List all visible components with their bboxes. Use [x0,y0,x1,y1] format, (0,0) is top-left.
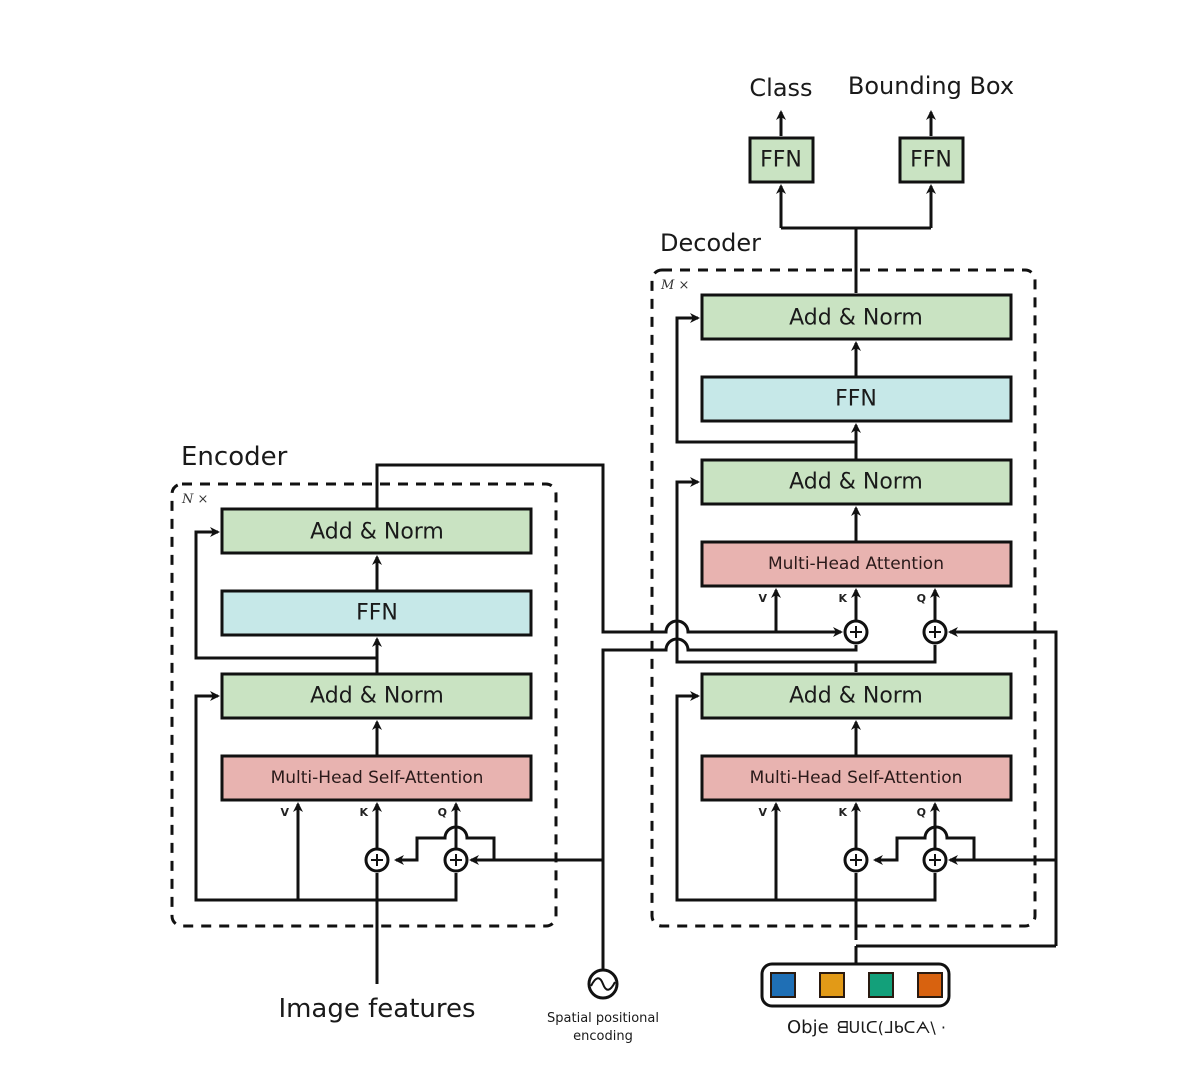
bbox-ffn-label: FFN [910,148,952,173]
dec-addnorm-to-q [856,645,937,664]
enc-k-label: K [359,806,368,819]
dec-ca-q-add-node [922,619,948,645]
decoder-cross-attention-label: Multi-Head Attention [768,554,944,574]
decoder-self-attention-label: Multi-Head Self-Attention [750,768,963,788]
decoder-add-norm-mid-label: Add & Norm [789,470,923,495]
encoder-add-norm-top: Add & Norm [220,507,533,555]
dec-sa-k-label: K [838,806,847,819]
class-ffn-label: FFN [760,148,802,173]
pos-encoding-label-1: Spatial positional [547,1011,659,1026]
dec-sa-q-add-node [922,847,948,873]
decoder-cross-attention: Multi-Head Attention [700,540,1013,588]
encoder-ffn-label: FFN [356,601,398,626]
object-query-swatch [819,972,845,998]
object-queries-label: Obje [787,1017,829,1038]
sine-wave-icon [587,968,619,1000]
pos-encoding-to-decoder-k [601,637,858,860]
bbox-output-label: Bounding Box [848,72,1014,100]
decoder-add-norm-top: Add & Norm [700,293,1013,341]
enc-q-label: Q [438,806,447,819]
dec-ca-k-label: K [838,592,847,605]
object-queries-garbled-text: ᗺᑌƖᑕ(ᒧᑲᑕᗅ\ · [837,1018,946,1037]
dec-ca-v-label: V [758,592,767,605]
encoder-ffn: FFN [220,589,533,637]
enc-sa-residual [194,691,458,902]
decoder-add-norm-mid: Add & Norm [700,458,1013,506]
dec-ca-k-add-node [843,619,869,645]
enc-residual-ffn [194,527,377,660]
decoder-repeat-boundary [650,268,1037,928]
decoder-add-norm-bottom: Add & Norm [700,672,1013,720]
decoder-self-attention: Multi-Head Self-Attention [700,754,1013,802]
bbox-ffn-block: FFN [898,136,965,184]
enc-pos-to-k [394,825,603,865]
encoder-add-norm-bottom: Add & Norm [220,672,533,720]
encoder-repeat-label: N × [181,492,208,507]
encoder-add-norm-top-label: Add & Norm [310,520,444,545]
enc-v-label: V [280,806,289,819]
encoder-add-norm-bottom-label: Add & Norm [310,684,444,709]
decoder-ffn-label: FFN [835,387,877,412]
dec-residual-cross [675,477,858,672]
enc-q-add-node [443,847,469,873]
encoder-self-attention: Multi-Head Self-Attention [220,754,533,802]
class-ffn-block: FFN [748,136,815,184]
dec-sa-residual [675,691,937,902]
object-query-swatches [770,972,943,998]
decoder-title: Decoder [660,229,761,257]
decoder-add-norm-top-label: Add & Norm [789,306,923,331]
query-pos-to-dec-q [948,627,1058,946]
class-output-label: Class [749,74,812,102]
encoder-memory-to-decoder [375,463,843,637]
encoder-self-attention-label: Multi-Head Self-Attention [271,768,484,788]
object-query-swatch [770,972,796,998]
pos-encoding-label-2: encoding [573,1029,633,1044]
dec-ca-q-label: Q [917,592,926,605]
object-queries-container [760,962,951,1008]
object-query-swatch [868,972,894,998]
dec-residual-ffn [675,313,856,444]
enc-k-add-node [364,847,390,873]
decoder-add-norm-bottom-label: Add & Norm [789,684,923,709]
dec-sa-k-add-node [843,847,869,873]
encoder-title: Encoder [181,442,288,472]
dec-sa-q-label: Q [917,806,926,819]
dec-query-pos-to-k [873,825,1056,865]
image-features-label: Image features [278,994,475,1024]
dec-sa-v-label: V [758,806,767,819]
decoder-ffn: FFN [700,375,1013,423]
object-query-swatch [917,972,943,998]
decoder-output-split [781,226,931,293]
decoder-repeat-label: M × [660,278,689,293]
encoder-repeat-boundary [170,482,558,928]
